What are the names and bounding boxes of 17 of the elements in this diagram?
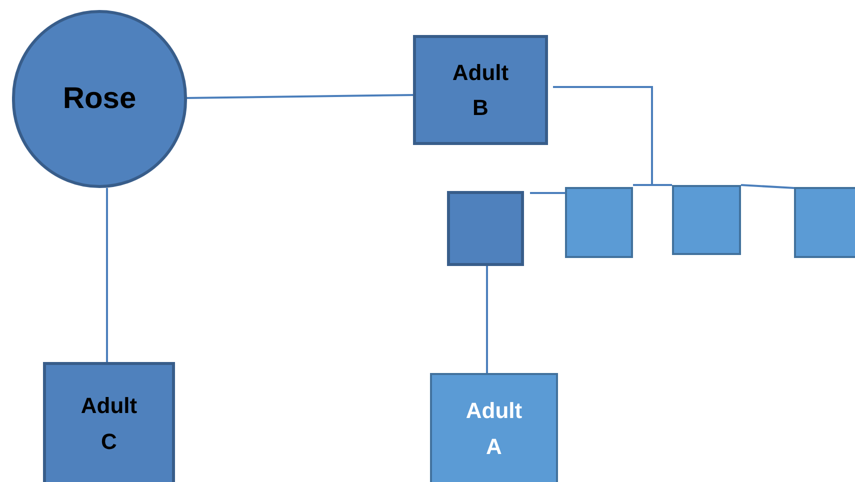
node-label: Adult A	[464, 397, 524, 460]
connector-line	[553, 86, 672, 186]
empty-box	[672, 185, 741, 255]
person-box	[43, 362, 175, 482]
person-box	[413, 35, 548, 145]
node-label: Rose	[62, 81, 138, 117]
connector-line	[486, 266, 488, 373]
connector-line	[740, 184, 794, 189]
connector-line	[186, 94, 414, 99]
node-label: Adult C	[80, 392, 138, 456]
empty-box	[565, 187, 633, 258]
empty-box	[447, 191, 524, 266]
empty-box	[794, 187, 855, 258]
person-box	[430, 373, 558, 482]
connector-line	[530, 192, 565, 194]
node-label: Adult B	[451, 58, 510, 122]
connector-line	[106, 188, 108, 362]
